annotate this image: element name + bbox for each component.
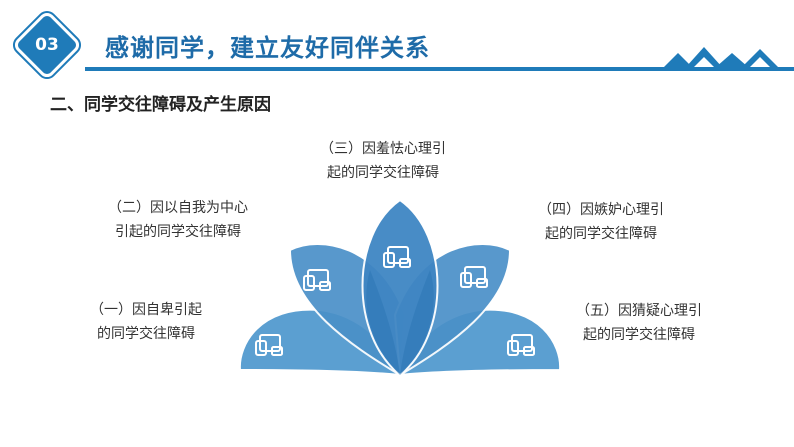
cause-3-line1: （三）因羞怯心理引 <box>320 141 446 157</box>
cause-2: （二）因以自我为中心 引起的同学交往障碍 <box>108 196 248 244</box>
section-subtitle: 二、同学交往障碍及产生原因 <box>50 95 271 115</box>
lotus-diagram <box>238 198 562 377</box>
cause-5-line2: 起的同学交往障碍 <box>583 327 695 343</box>
cause-1: （一）因自卑引起 的同学交往障碍 <box>90 298 202 346</box>
cause-3-line2: 起的同学交往障碍 <box>327 165 439 181</box>
header-divider <box>85 67 794 71</box>
cause-1-line1: （一）因自卑引起 <box>90 302 202 318</box>
cause-5: （五）因猜疑心理引 起的同学交往障碍 <box>576 299 702 347</box>
cause-1-line2: 的同学交往障碍 <box>97 326 195 342</box>
cause-2-line2: 引起的同学交往障碍 <box>115 224 241 240</box>
cause-4-line2: 起的同学交往障碍 <box>545 226 657 242</box>
cause-5-line1: （五）因猜疑心理引 <box>576 303 702 319</box>
cause-2-line1: （二）因以自我为中心 <box>108 200 248 216</box>
cause-4-line1: （四）因嫉妒心理引 <box>538 202 664 218</box>
cause-4: （四）因嫉妒心理引 起的同学交往障碍 <box>538 198 664 246</box>
cause-3: （三）因羞怯心理引 起的同学交往障碍 <box>320 137 446 185</box>
page-title: 感谢同学，建立友好同伴关系 <box>105 34 430 62</box>
section-number: 03 <box>35 35 59 55</box>
mountains-decoration <box>664 47 778 67</box>
